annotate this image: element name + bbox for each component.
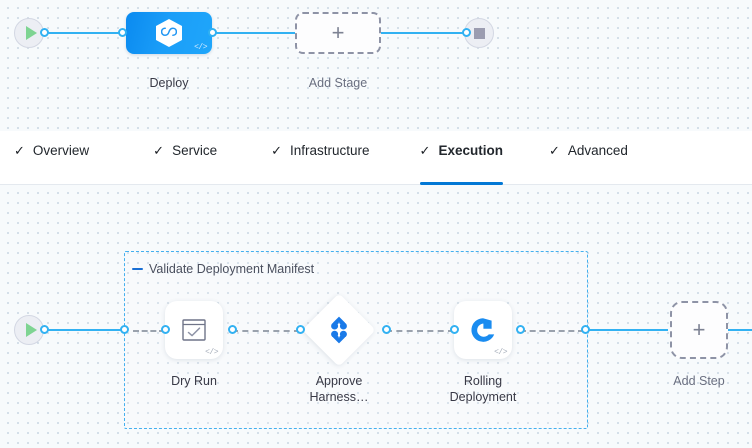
stage-label-deploy: Deploy [149, 76, 189, 90]
execution-graph-canvas[interactable]: Validate Deployment Manifest </> Dry R [0, 185, 752, 448]
stage-link-addstage-end [376, 32, 466, 34]
step-label-add-step: Add Step [673, 374, 725, 388]
step-label-rolling-line2: Deployment [449, 390, 517, 404]
step-label-approve-harness-line1: Approve [315, 374, 363, 388]
step-label-approve-harness-line2: Harness… [309, 390, 369, 404]
code-view-icon[interactable]: </> [494, 348, 507, 357]
tab-execution-label: Execution [438, 143, 503, 158]
step-port-approve-out[interactable] [382, 325, 391, 334]
stage-port-start-out[interactable] [40, 28, 49, 37]
play-icon [25, 26, 37, 40]
stage-port-deploy-out[interactable] [208, 28, 217, 37]
stage-config-tabs: ✓ Overview ✓ Service ✓ Infrastructure ✓ … [0, 131, 752, 185]
stage-link-deploy-addstage [212, 32, 300, 34]
plus-icon: + [692, 317, 706, 342]
step-port-start-out[interactable] [40, 325, 49, 334]
step-link-group-addstep [588, 329, 668, 331]
tab-advanced[interactable]: ✓ Advanced [549, 131, 628, 184]
stage-label-add-stage: Add Stage [308, 76, 368, 90]
stage-link-start-deploy [44, 32, 134, 34]
tab-service[interactable]: ✓ Service [153, 131, 217, 184]
step-link-group-dryrun [133, 330, 165, 332]
check-icon: ✓ [271, 143, 282, 158]
step-port-dryrun-in[interactable] [161, 325, 170, 334]
step-label-rolling-line1: Rolling [463, 374, 503, 388]
rolling-deployment-icon [471, 318, 495, 342]
step-port-group-out[interactable] [581, 325, 590, 334]
step-port-approve-in[interactable] [296, 325, 305, 334]
step-link-approve-rolling [386, 330, 454, 332]
stage-graph-canvas[interactable]: </> Deploy + Add Stage [0, 0, 752, 131]
minus-icon[interactable] [132, 268, 143, 270]
harness-approval-icon [313, 304, 365, 356]
tab-execution[interactable]: ✓ Execution [419, 131, 503, 185]
stop-icon [473, 27, 485, 39]
add-stage-button[interactable]: + [295, 12, 381, 54]
tab-underline-active [419, 182, 503, 185]
step-port-dryrun-out[interactable] [228, 325, 237, 334]
stage-node-deploy[interactable]: </> [126, 12, 212, 54]
step-link-addstep-out [728, 329, 752, 331]
step-link-dryrun-approve [232, 330, 300, 332]
step-port-group-in[interactable] [120, 325, 129, 334]
play-icon [25, 323, 37, 337]
step-port-rolling-in[interactable] [450, 325, 459, 334]
check-icon: ✓ [14, 143, 25, 158]
step-node-dry-run[interactable]: </> [165, 301, 223, 359]
check-icon: ✓ [153, 143, 165, 158]
stage-port-deploy-in[interactable] [118, 28, 127, 37]
tab-service-label: Service [172, 143, 218, 158]
step-group-title: Validate Deployment Manifest [149, 262, 315, 276]
tab-overview-label: Overview [32, 143, 90, 158]
check-icon: ✓ [419, 143, 431, 158]
step-node-rolling-deployment[interactable]: </> [454, 301, 512, 359]
code-view-icon[interactable]: </> [194, 43, 207, 52]
step-group-header[interactable]: Validate Deployment Manifest [132, 262, 314, 276]
step-port-rolling-out[interactable] [516, 325, 525, 334]
pipeline-start-node[interactable] [14, 18, 44, 48]
plus-icon: + [331, 20, 345, 45]
stage-port-end-in[interactable] [462, 28, 471, 37]
step-label-dry-run: Dry Run [171, 374, 217, 388]
tab-advanced-label: Advanced [567, 143, 628, 158]
harness-hexagon-icon [156, 19, 182, 47]
tab-infrastructure-label: Infrastructure [290, 143, 370, 158]
tab-infrastructure[interactable]: ✓ Infrastructure [271, 131, 369, 184]
tab-overview[interactable]: ✓ Overview [14, 131, 89, 184]
harness-infinity-glyph [161, 27, 177, 37]
code-view-icon[interactable]: </> [205, 348, 218, 357]
step-link-start-group [44, 329, 128, 331]
add-step-button[interactable]: + [670, 301, 728, 359]
step-link-rolling-groupend [520, 330, 584, 332]
checkbox-approval-icon [182, 319, 206, 341]
check-icon: ✓ [548, 143, 560, 158]
